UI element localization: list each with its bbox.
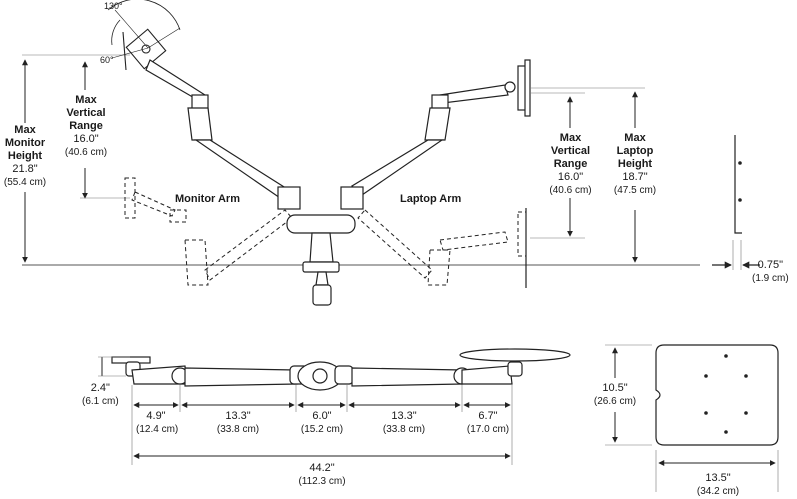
left-range-inches: 16.0" [73,133,99,145]
left-range-line1: Max [75,94,97,106]
tray-width-inches: 13.5" [705,472,731,484]
right-range-dimension [530,92,585,239]
right-range-line3: Range [553,158,588,170]
segment-5-cm: (17.0 cm) [466,424,510,435]
max-monitor-height-line1: Max [14,124,36,136]
segment-label-4: 13.3" (33.8 cm) [376,410,432,436]
thickness-cm: (1.9 cm) [752,273,789,284]
segment-2-cm: (33.8 cm) [216,424,260,435]
segment-2-inches: 13.3" [225,410,251,422]
top-view-arm [111,348,571,391]
tray-thickness-label: 0.75" (1.9 cm) [752,259,789,285]
segment-label-5: 6.7" (17.0 cm) [464,410,512,436]
right-range-line1: Max [559,132,582,144]
left-range-line3: Range [69,120,103,132]
segment-5-inches: 6.7" [478,410,498,422]
right-range-inches: 16.0" [557,171,584,183]
laptop-height-line2: Laptop [616,145,654,157]
tray-width-cm: (34.2 cm) [696,486,740,497]
tray-height-dimension [605,344,652,446]
segment-dimension-lines [131,385,513,465]
center-mount [286,214,356,306]
left-vertical-range-label: Max Vertical Range 16.0" (40.6 cm) [60,94,112,159]
segment-1-cm: (12.4 cm) [136,424,179,435]
tray-front-view [655,344,779,446]
total-width-label: 44.2" (112.3 cm) [292,462,352,488]
monitor-arm-label: Monitor Arm [175,193,240,205]
total-inches: 44.2" [309,462,335,474]
laptop-arm-raised [340,59,531,210]
monitor-arm-raised [145,59,301,210]
tray-width-label: 13.5" (34.2 cm) [690,472,746,498]
segment-1-inches: 4.9" [146,410,166,422]
tray-side-view [712,135,760,270]
max-laptop-height-label: Max Laptop Height 18.7" (47.5 cm) [608,132,662,197]
right-vertical-range-label: Max Vertical Range 16.0" (40.6 cm) [543,132,598,197]
segment-3-inches: 6.0" [312,410,332,422]
left-range-line2: Vertical [66,107,106,119]
segment-4-cm: (33.8 cm) [382,424,426,435]
laptop-arm-lowered [357,209,527,286]
depth-inches: 2.4" [90,382,110,394]
max-monitor-height-label: Max Monitor Height 21.8" (55.4 cm) [0,124,50,189]
segment-3-cm: (15.2 cm) [300,424,344,435]
monitor-arm-lowered [124,177,293,286]
laptop-height-line3: Height [617,158,653,170]
depth-cm: (6.1 cm) [82,396,119,407]
right-range-line2: Vertical [550,145,591,157]
tray-height-inches: 10.5" [602,382,628,394]
segment-label-1: 4.9" (12.4 cm) [136,410,179,436]
segment-label-3: 6.0" (15.2 cm) [298,410,346,436]
segment-4-inches: 13.3" [391,410,417,422]
depth-label: 2.4" (6.1 cm) [82,382,119,408]
angle-60-label: 60° [100,55,114,65]
thickness-inches: 0.75" [757,259,783,271]
depth-dimension [98,356,130,377]
tray-width-dimension [655,450,779,492]
angle-130-label: 130° [104,1,123,11]
laptop-height-line1: Max [624,132,646,144]
max-monitor-height-line2: Monitor [4,137,46,149]
segment-label-2: 13.3" (33.8 cm) [210,410,266,436]
monitor-plate-raised [122,28,167,71]
laptop-height-cm: (47.5 cm) [613,185,657,196]
tray-height-label: 10.5" (26.6 cm) [588,382,642,408]
laptop-arm-label: Laptop Arm [400,193,462,205]
max-monitor-height-inches: 21.8" [12,163,38,175]
left-range-dimension [80,61,130,199]
max-monitor-height-cm: (55.4 cm) [3,177,47,188]
tray-height-cm: (26.6 cm) [593,396,637,407]
left-height-dimension [22,54,130,263]
left-range-cm: (40.6 cm) [64,147,108,158]
max-monitor-height-line3: Height [7,150,43,162]
right-range-cm: (40.6 cm) [549,185,592,196]
total-cm: (112.3 cm) [298,476,346,487]
right-height-dimension [530,87,645,263]
laptop-height-inches: 18.7" [622,171,648,183]
